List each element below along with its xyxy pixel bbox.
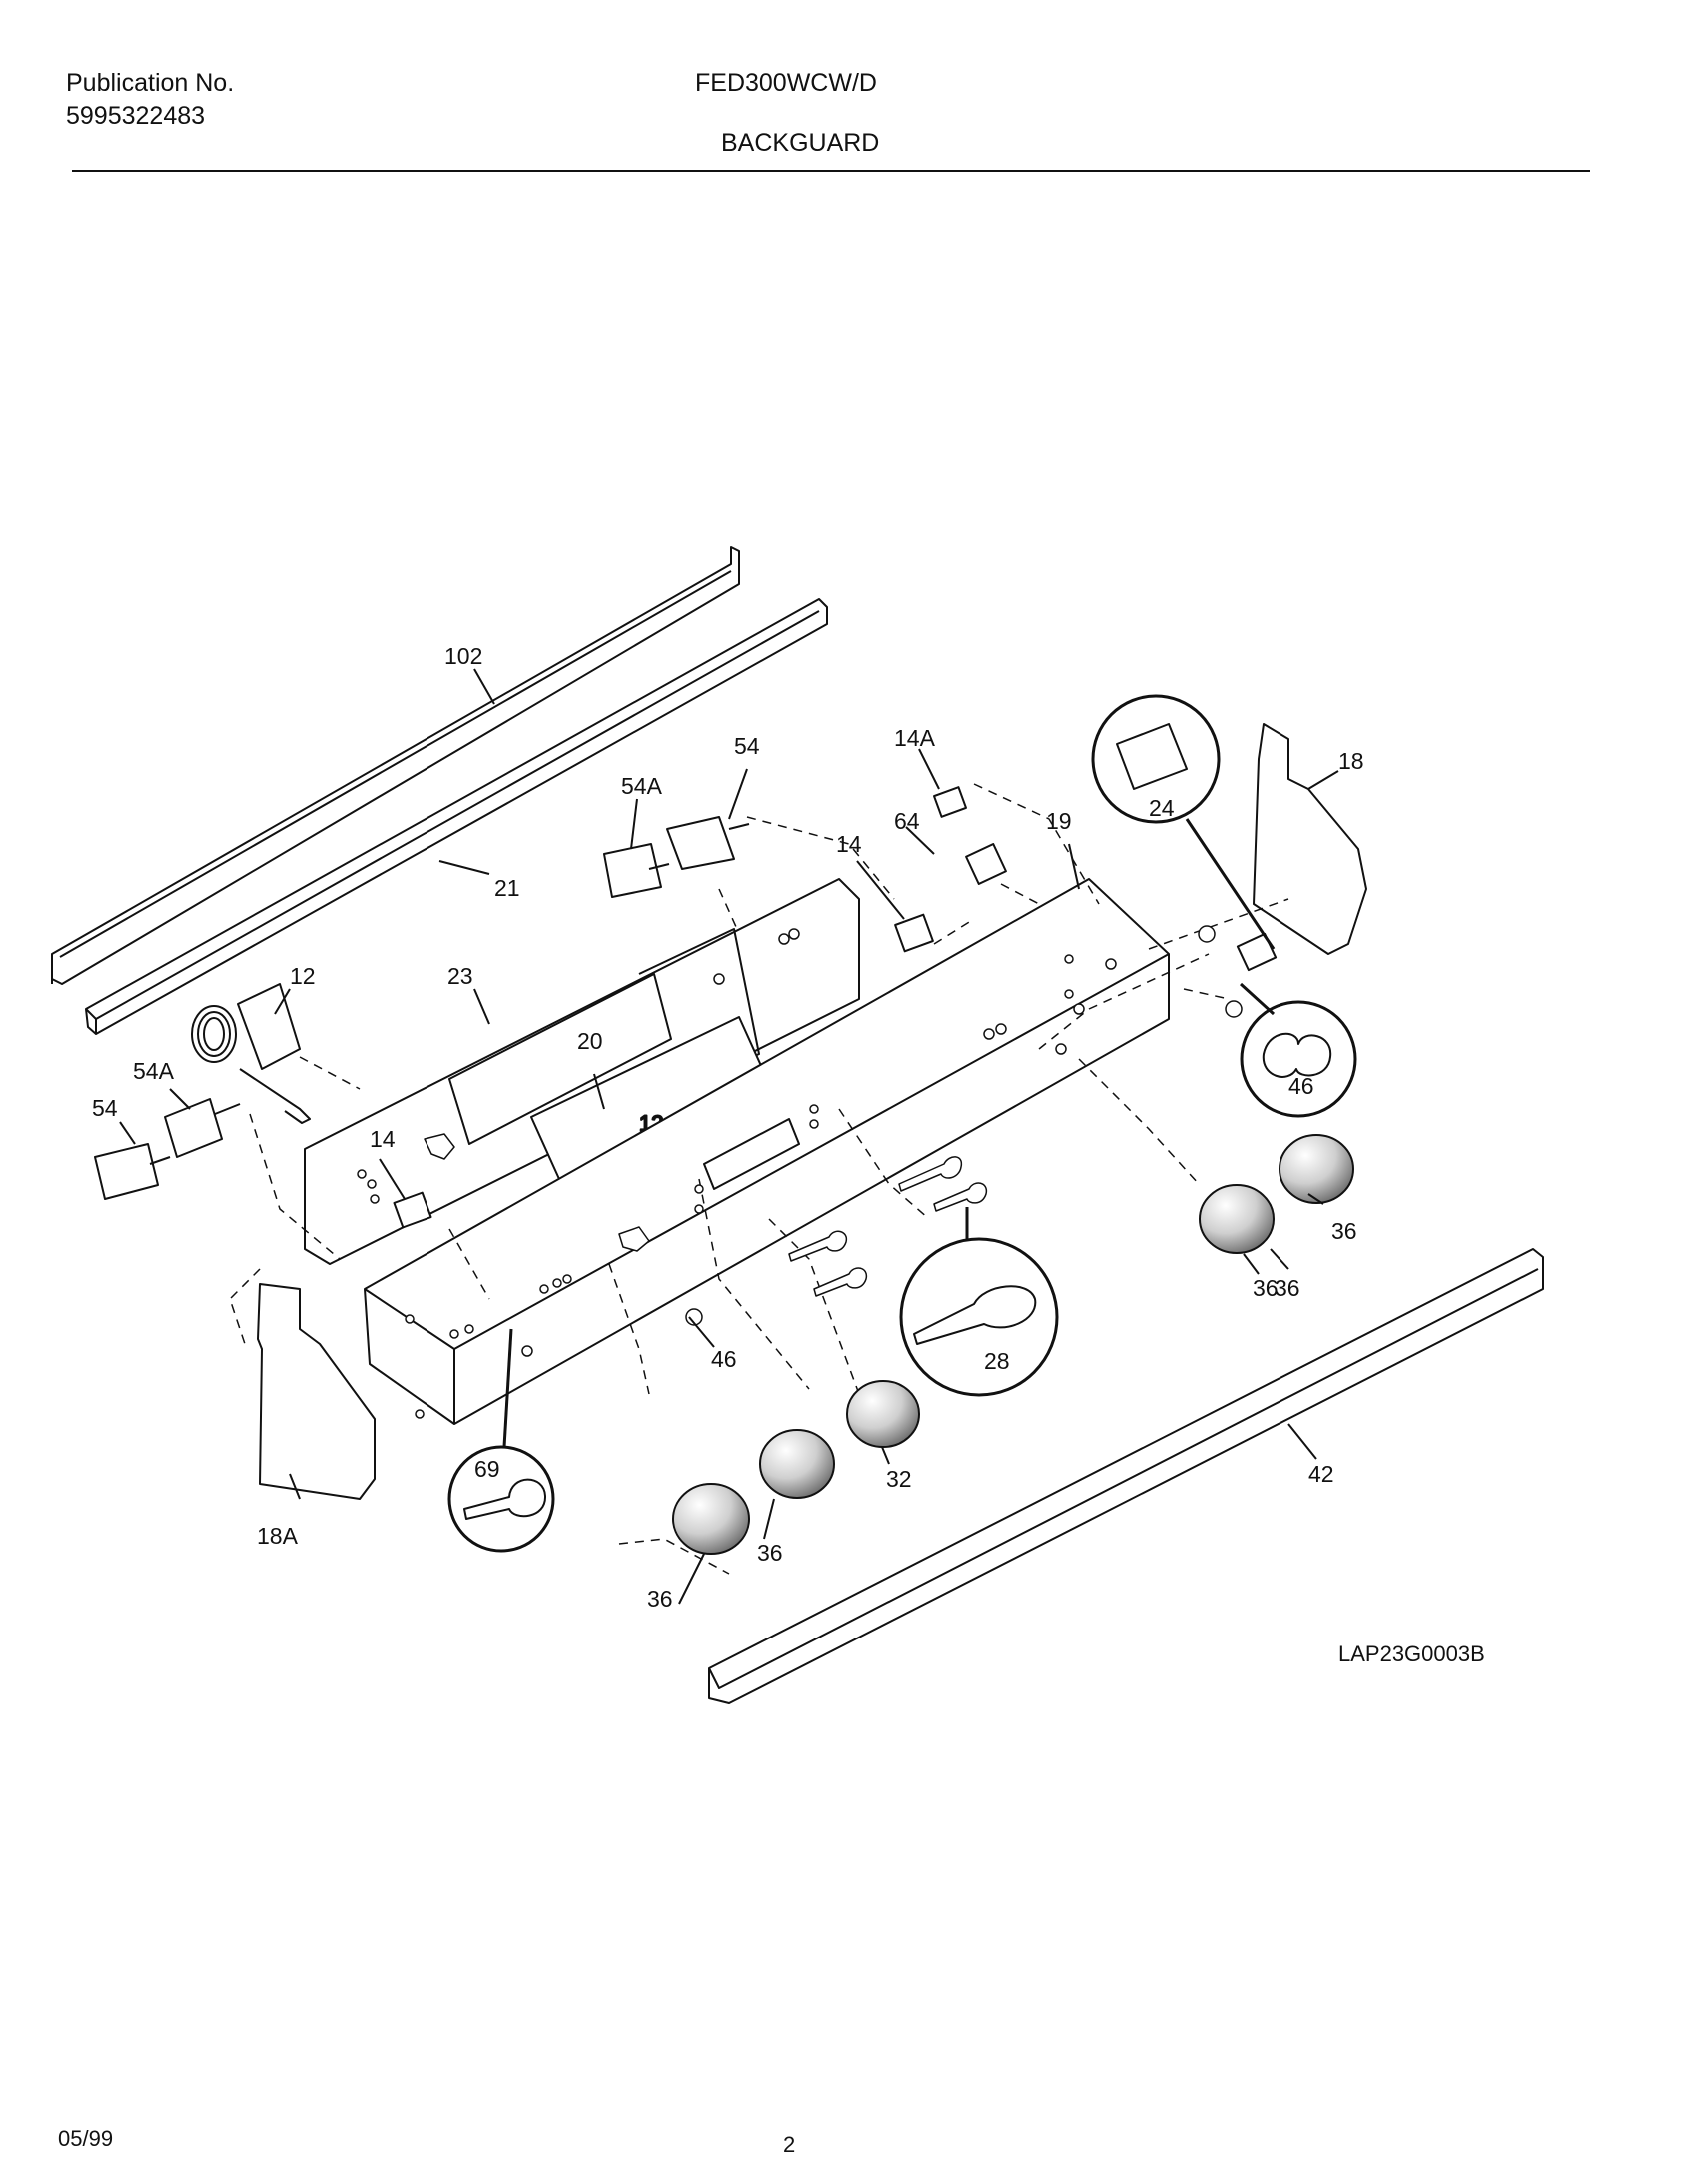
end-cap-18A (257, 1283, 376, 1500)
label-12: 12 (290, 963, 316, 989)
bottom-rail-42 (708, 1248, 1544, 1704)
label-21: 21 (494, 875, 520, 901)
switch-54A-left (164, 1098, 241, 1158)
label-28: 28 (984, 1348, 1010, 1374)
label-54-left: 54 (92, 1095, 118, 1121)
switch-14-top (894, 913, 934, 953)
drawing-code: LAP23G0003B (1338, 1641, 1485, 1666)
label-24: 24 (1149, 795, 1175, 821)
label-54A-left: 54A (133, 1058, 175, 1084)
switch-14-left (393, 1191, 432, 1229)
bezel-64 (965, 843, 1007, 885)
label-54-top: 54 (734, 733, 760, 759)
label-36-b: 36 (1275, 1275, 1300, 1301)
part-labels: 102 21 54 54A 14A 64 14 19 24 18 12 23 2… (92, 643, 1485, 1666)
label-36-b-dup: 36 (1253, 1275, 1279, 1301)
switch-54A-top (603, 843, 670, 898)
label-69: 69 (474, 1456, 500, 1482)
display-window (703, 1118, 800, 1190)
detail-circle-46-right (1240, 1000, 1357, 1118)
label-36-c: 36 (757, 1540, 783, 1566)
publication-number: 5995322483 (66, 102, 206, 130)
label-14-top: 14 (836, 831, 862, 857)
model-number: FED300WCW/D (695, 69, 877, 97)
knobs (672, 1134, 1354, 1555)
knob-36-a (1279, 1134, 1354, 1204)
publication-date: 05/99 (58, 2126, 114, 2151)
switch-54-top (666, 816, 750, 870)
label-18: 18 (1338, 748, 1364, 774)
header-rule (72, 170, 1590, 172)
label-20: 20 (577, 1028, 603, 1054)
label-102: 102 (444, 643, 482, 669)
label-36-a: 36 (1331, 1218, 1357, 1244)
detail-circle-24 (1091, 694, 1221, 824)
page-number: 2 (783, 2132, 796, 2157)
knob-36-d (672, 1483, 750, 1555)
publication-label: Publication No. (66, 69, 235, 97)
switch-24 (1236, 932, 1278, 972)
label-32: 32 (886, 1466, 912, 1492)
end-cap-18 (1253, 723, 1367, 955)
label-23: 23 (447, 963, 473, 989)
knob-36-b (1199, 1184, 1275, 1254)
label-19: 19 (1046, 808, 1072, 834)
knob-32 (846, 1380, 920, 1448)
label-46-left: 46 (711, 1346, 737, 1372)
label-64: 64 (894, 808, 920, 834)
label-46-right: 46 (1288, 1073, 1314, 1099)
knob-36-c (759, 1429, 835, 1499)
label-14A: 14A (894, 725, 936, 751)
detail-circle-28 (899, 1237, 1059, 1397)
clock-motor-12 (191, 983, 311, 1124)
label-54A-top: 54A (621, 773, 663, 799)
label-42: 42 (1308, 1461, 1334, 1487)
label-18A: 18A (257, 1523, 299, 1549)
switch-54-left (94, 1143, 171, 1200)
knob-shafts (424, 1133, 988, 1297)
trim-rail-102 (51, 546, 740, 985)
label-14-left: 14 (370, 1126, 396, 1152)
section-title: BACKGUARD (721, 129, 880, 157)
switch-14A (933, 786, 967, 818)
fasteners (357, 925, 1243, 1419)
label-36-d: 36 (647, 1586, 673, 1612)
